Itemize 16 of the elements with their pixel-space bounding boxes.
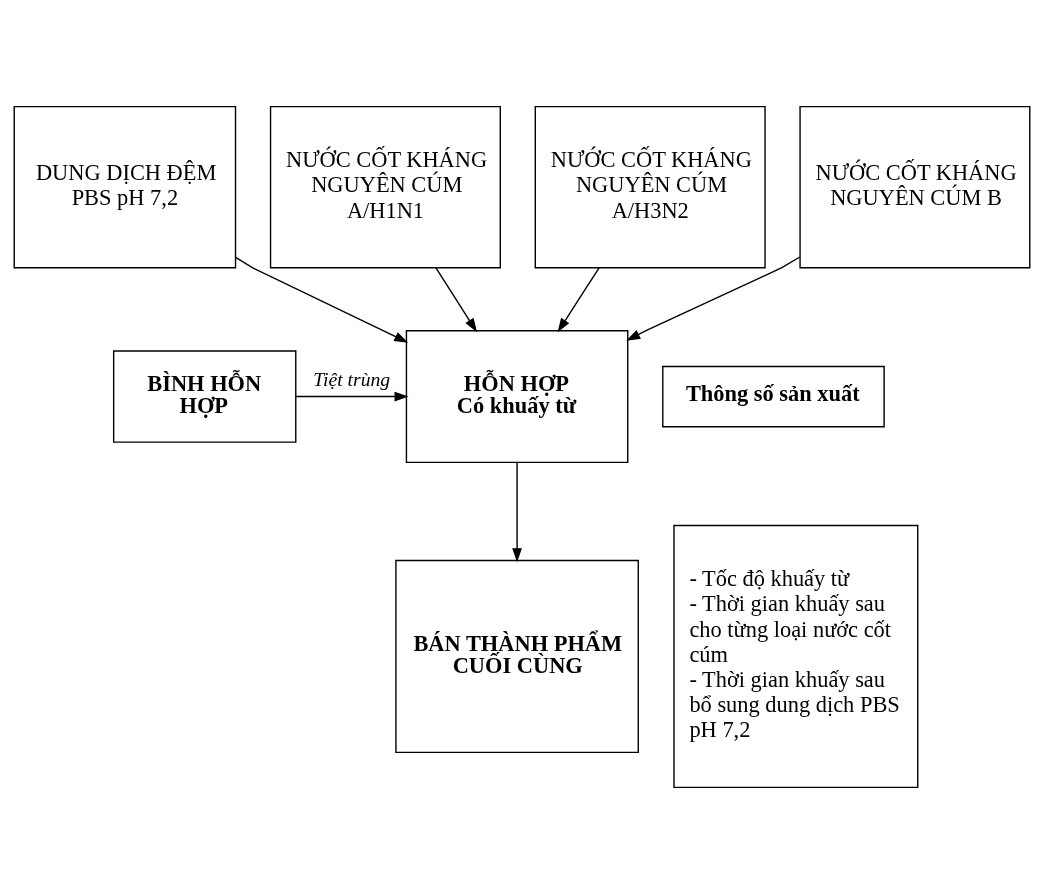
node-box: BÁN THÀNH PHẨM CUỐI CÙNG: [395, 559, 639, 754]
node-box: NƯỚC CỐT KHÁNG NGUYÊN CÚM A/H3N2: [534, 105, 766, 269]
node-box: NƯỚC CỐT KHÁNG NGUYÊN CÚM B: [799, 105, 1031, 269]
node-box: DUNG DỊCH ĐỆM PBS pH 7,2: [13, 105, 237, 269]
node-box: Thông số sản xuất: [662, 365, 885, 428]
arrow: [295, 391, 409, 402]
node-box: BÌNH HỖN HỢP: [112, 350, 297, 443]
edge-label: Tiệt trùng: [313, 368, 391, 390]
arrow: [557, 267, 600, 333]
arrow: [512, 462, 522, 563]
node-box: HỖN HỢP Có khuấy từ: [405, 330, 629, 464]
node-box: NƯỚC CỐT KHÁNG NGUYÊN CÚM A/H1N1: [269, 105, 501, 269]
arrow: [234, 256, 409, 343]
node-box: - Tốc độ khuấy từ - Thời gian khuấy sau cho từng loại nước cốt cúm - Thời gian khuấy sau bổ sung dung dịch PBS pH 7,2: [673, 524, 919, 789]
arrow: [626, 256, 801, 341]
arrow: [435, 267, 477, 333]
